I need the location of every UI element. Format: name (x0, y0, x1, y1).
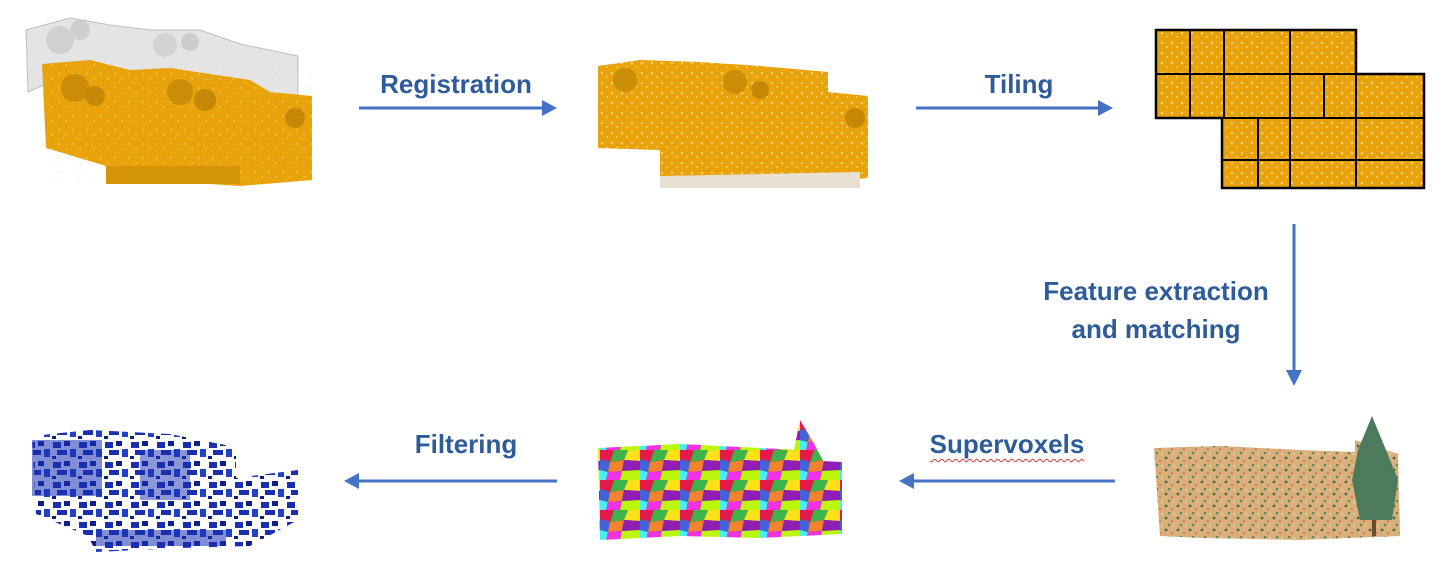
feature-extraction-arrow (1286, 224, 1302, 386)
feature-colored-cloud-icon (1154, 416, 1400, 540)
registration-arrow (359, 100, 557, 116)
tiling-arrow (916, 100, 1113, 116)
supervoxels-label-text: Supervoxels (929, 429, 1085, 459)
tile-grid-icon (1154, 28, 1426, 190)
supervoxels-label: Supervoxels (912, 426, 1102, 463)
supervoxel-segmentation-icon (598, 420, 842, 540)
overlapping-point-cloud-icon (25, 17, 312, 186)
feature-extraction-label-line1: Feature extraction (1043, 276, 1269, 306)
registration-label: Registration (380, 69, 532, 99)
filtering-arrow (344, 473, 557, 489)
feature-extraction-label-line2: and matching (1071, 314, 1241, 344)
registered-point-cloud-icon (598, 60, 868, 188)
supervoxels-arrow (899, 473, 1115, 489)
filtered-point-cloud-icon (32, 430, 298, 552)
tiling-label: Tiling (984, 69, 1054, 99)
filtering-label: Filtering (414, 429, 518, 459)
